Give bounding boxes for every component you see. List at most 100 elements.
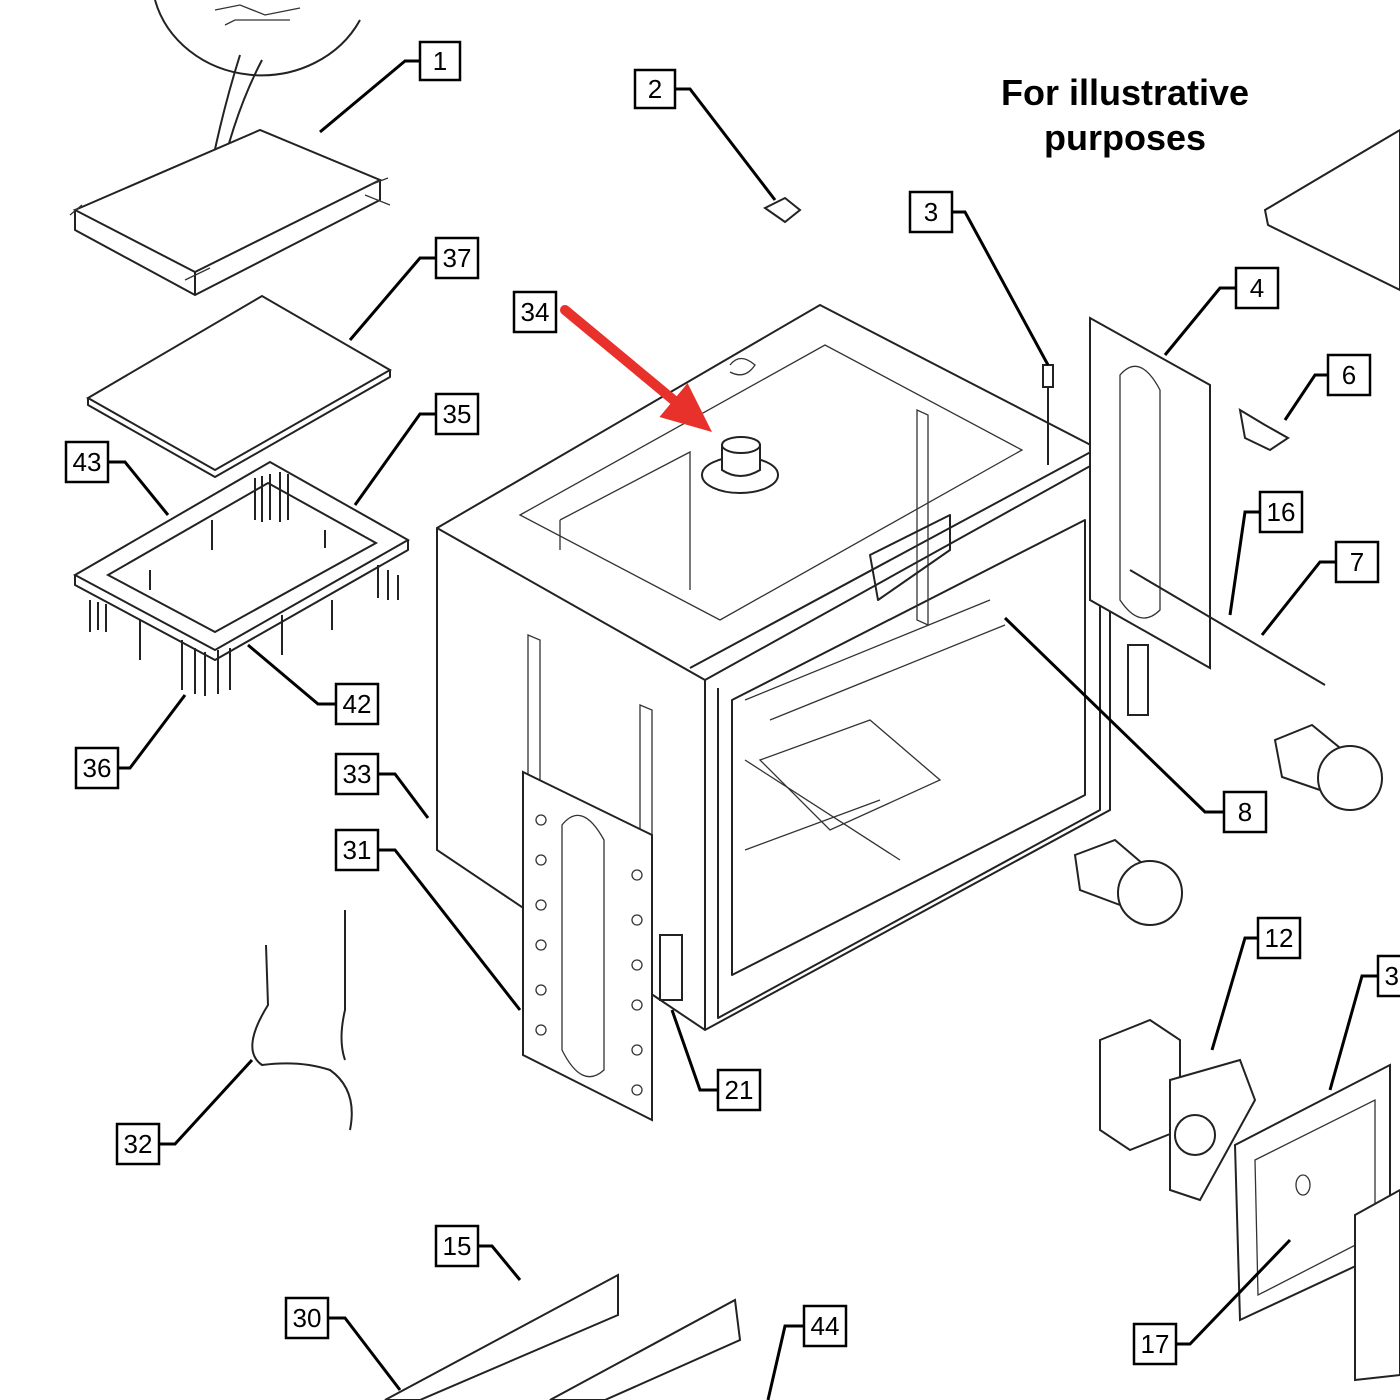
callout-number: 33 (343, 759, 372, 789)
callout-4: 4 (1163, 266, 1280, 356)
leader-line (247, 643, 336, 706)
callout-32: 32 (115, 1058, 254, 1166)
callout-box (334, 752, 380, 796)
callout-12: 12 (1210, 916, 1302, 1051)
leader-line (159, 1058, 254, 1146)
callout-labels: 1234678121516172130313233343536373942434… (64, 40, 1400, 1400)
callout-36: 36 (74, 694, 187, 790)
leader-line (1003, 616, 1224, 814)
power-cord-grommet (763, 196, 802, 224)
fan-motor (1099, 1018, 1257, 1202)
leader-line (319, 59, 420, 134)
callout-box (1132, 1322, 1178, 1366)
top-cover-panel (69, 0, 391, 296)
leader-line (478, 1244, 522, 1281)
callout-box (418, 40, 462, 82)
leader-line (1283, 373, 1328, 421)
callout-number: 21 (725, 1075, 754, 1105)
leader-line (353, 412, 436, 506)
callout-number: 31 (343, 835, 372, 865)
gasket-frame (72, 460, 411, 661)
callout-3: 3 (908, 190, 1050, 366)
callout-box (334, 828, 380, 872)
callout-box (284, 1296, 330, 1340)
callout-box (908, 190, 954, 234)
callout-number: 44 (811, 1311, 840, 1341)
callout-number: 36 (83, 753, 112, 783)
callout-43: 43 (64, 440, 170, 516)
flue-collar (701, 436, 779, 494)
callout-17: 17 (1132, 1238, 1292, 1366)
callout-box (434, 392, 480, 436)
callout-box (74, 746, 120, 790)
leader-line (118, 694, 187, 770)
leader-line (328, 1316, 402, 1391)
callout-6: 6 (1283, 353, 1372, 421)
callout-number: 35 (443, 399, 472, 429)
leader-line (1260, 560, 1336, 636)
callout-box (1258, 490, 1304, 534)
callout-number: 2 (648, 74, 662, 104)
leader-line (378, 848, 522, 1011)
callout-number: 42 (343, 689, 372, 719)
callout-number: 6 (1342, 360, 1356, 390)
callout-box (716, 1068, 762, 1112)
callout-number: 16 (1267, 497, 1296, 527)
callout-number: 15 (443, 1231, 472, 1261)
leader-line (108, 460, 170, 516)
callout-number: 34 (521, 297, 550, 327)
leader-line (952, 210, 1050, 366)
leader-line (675, 87, 777, 201)
leader-line (1210, 936, 1258, 1051)
callout-box (434, 1224, 480, 1268)
leader-line (1228, 510, 1260, 616)
callout-box (115, 1122, 161, 1166)
callout-30: 30 (284, 1296, 402, 1391)
heating-element-rod (1129, 569, 1326, 686)
callout-box (1256, 916, 1302, 960)
callout-34: 34 (512, 290, 558, 334)
callout-number: 39 (1385, 961, 1400, 991)
leader-line (378, 772, 430, 819)
callout-number: 7 (1350, 547, 1364, 577)
leader-line (1163, 286, 1236, 356)
callout-box (434, 236, 480, 280)
callout-7: 7 (1260, 540, 1380, 636)
terminal-block (659, 644, 1149, 1001)
callout-number: 12 (1265, 923, 1294, 953)
callout-box (512, 290, 558, 334)
callout-33: 33 (334, 752, 430, 819)
bottom-rails (384, 1273, 742, 1400)
callout-35: 35 (353, 392, 480, 506)
lamp-fixtures (1073, 723, 1383, 926)
highlight-arrow (560, 305, 712, 432)
thermostat-knob (1238, 408, 1290, 452)
callout-box (1334, 540, 1380, 584)
callout-box (334, 682, 380, 726)
side-panel-left (522, 770, 653, 1122)
callout-number: 8 (1238, 797, 1252, 827)
arrow-shaft (560, 305, 679, 406)
callout-box (802, 1304, 848, 1348)
arrow-head (659, 383, 712, 432)
frame-screws (89, 472, 399, 696)
callout-42: 42 (247, 643, 380, 726)
illustrative-note: For illustrative purposes (1000, 72, 1250, 158)
glass-panel (85, 294, 393, 478)
callout-box (1326, 353, 1372, 397)
callout-44: 44 (766, 1304, 848, 1400)
callout-37: 37 (348, 236, 480, 341)
leader-line (1328, 974, 1378, 1091)
callout-31: 31 (334, 828, 522, 1011)
probe-wires (251, 910, 353, 1131)
callout-15: 15 (434, 1224, 522, 1281)
leader-line (348, 256, 436, 341)
callout-number: 32 (124, 1129, 153, 1159)
door-assembly (1263, 128, 1400, 1382)
callout-number: 37 (443, 243, 472, 273)
callout-2: 2 (633, 68, 777, 201)
callout-number: 17 (1141, 1329, 1170, 1359)
callout-1: 1 (319, 40, 462, 134)
callout-number: 4 (1250, 273, 1264, 303)
